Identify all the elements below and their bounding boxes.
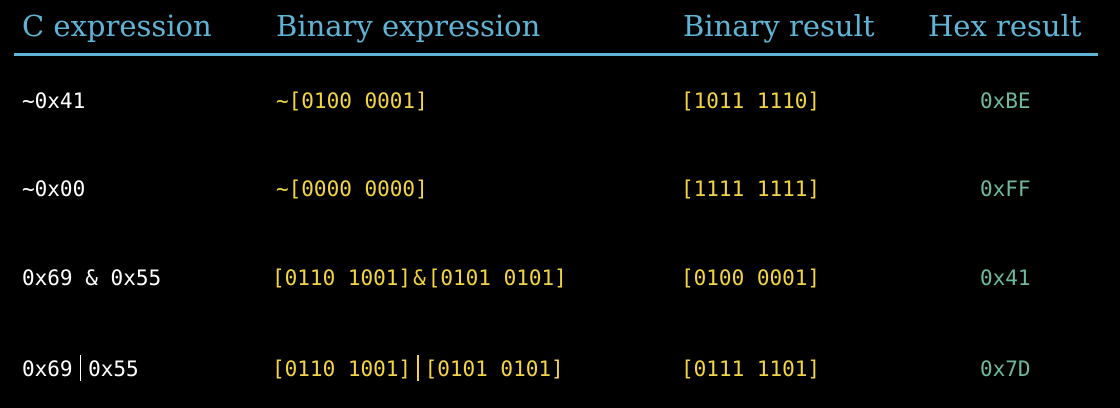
header-binary-result: Binary result — [683, 9, 875, 43]
row-4-c-left-operand: 0x69 — [22, 357, 73, 381]
row-1-binary-expression: ~[0100 0001] — [276, 89, 428, 113]
row-3-hex-result: 0x41 — [980, 266, 1031, 290]
row-4-bin-or-operator — [417, 355, 419, 381]
row-4-hex-result: 0x7D — [980, 357, 1031, 381]
row-1-binary-result: [1011 1110] — [681, 89, 821, 113]
header-rule — [14, 53, 1098, 56]
row-3-bin-and-operator: & — [413, 266, 426, 290]
row-4-binary-result: [0111 1101] — [681, 357, 821, 381]
row-3-c-right-operand: 0x55 — [110, 266, 162, 290]
row-1-hex-result: 0xBE — [980, 89, 1031, 113]
row-3-c-and-operator: & — [85, 266, 98, 290]
row-2-binary-result: [1111 1111] — [681, 177, 821, 201]
row-4-bin-right-operand: [0101 0101] — [424, 357, 564, 381]
row-4-c-right-operand: 0x55 — [88, 357, 139, 381]
row-4-c-or-operator — [79, 355, 82, 381]
row-4-bin-left-operand: [0110 1001] — [272, 357, 412, 381]
row-2-c-expression: ~0x00 — [22, 177, 86, 201]
row-3-bin-left-operand: [0110 1001] — [272, 266, 412, 290]
row-4-c-expression: 0x69 0x55 — [22, 354, 139, 384]
header-hex-result: Hex result — [928, 9, 1082, 43]
row-3-bin-right-operand: [0101 0101] — [427, 266, 567, 290]
row-3-binary-result: [0100 0001] — [681, 266, 821, 290]
row-3-binary-expression: [0110 1001]&[0101 0101] — [272, 263, 567, 293]
row-3-c-expression: 0x69 & 0x55 — [22, 263, 161, 293]
header-c-expression: C expression — [22, 9, 212, 43]
row-1-c-expression: ~0x41 — [22, 89, 86, 113]
header-binary-expression: Binary expression — [276, 9, 541, 43]
row-3-c-left-operand: 0x69 — [22, 266, 73, 290]
row-2-binary-expression: ~[0000 0000] — [276, 177, 428, 201]
row-2-hex-result: 0xFF — [980, 177, 1031, 201]
row-4-binary-expression: [0110 1001] [0101 0101] — [272, 354, 564, 384]
